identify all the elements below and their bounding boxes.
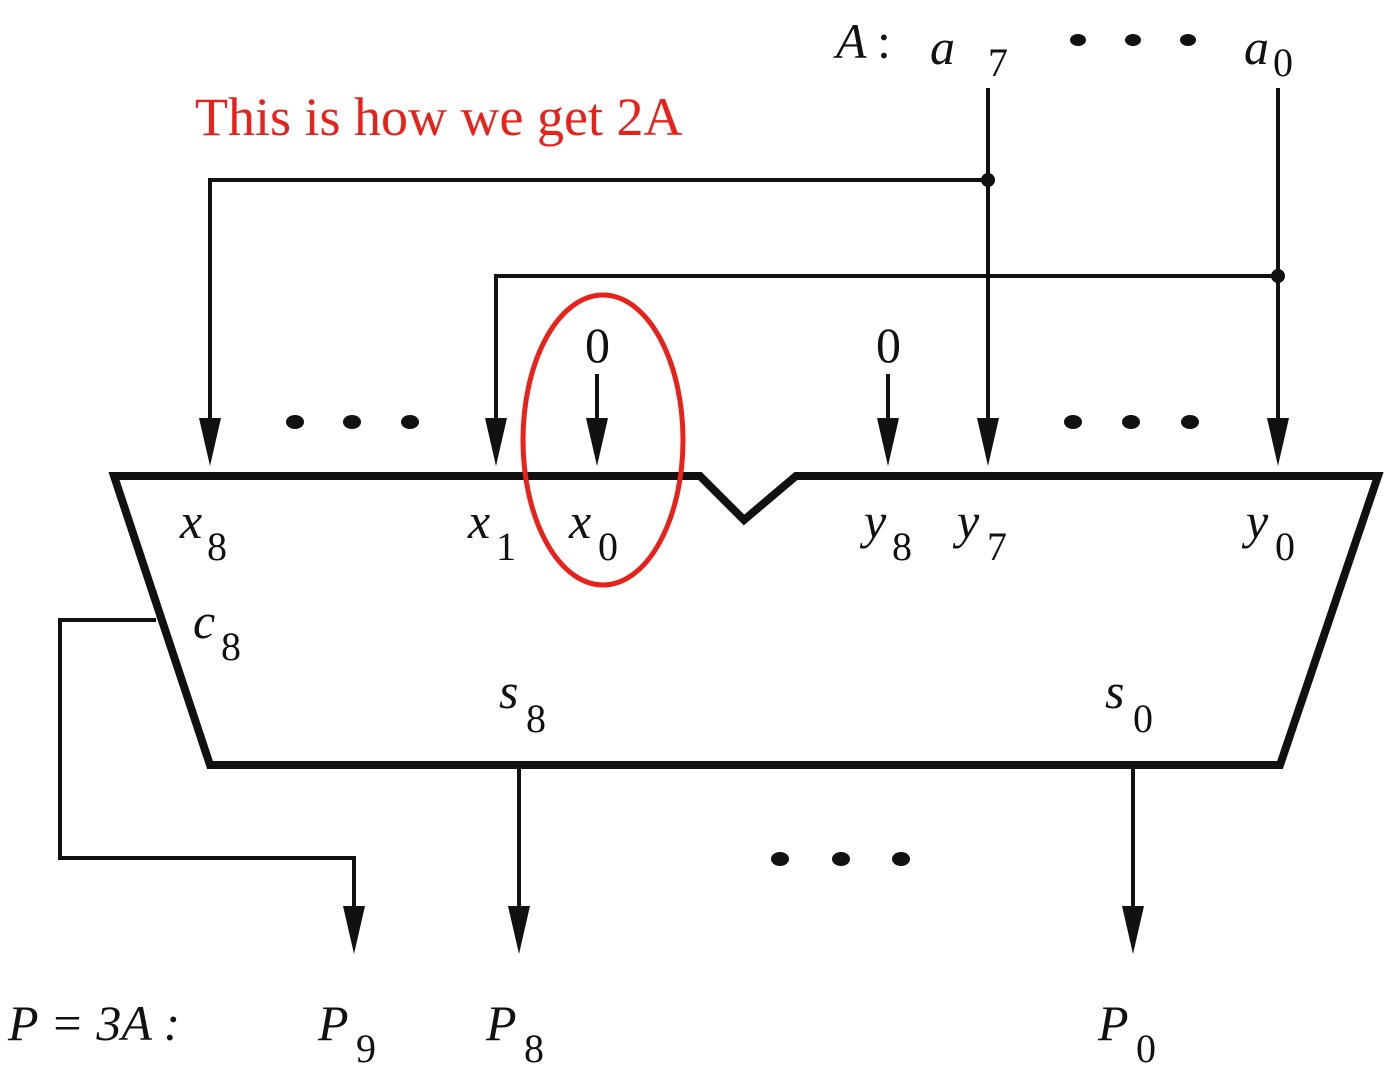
svg-text:1: 1 (496, 524, 516, 569)
junction-dot-a0 (1271, 269, 1285, 283)
arrowhead-x8 (199, 418, 221, 466)
svg-text:c: c (193, 593, 215, 649)
wire-c8-to-p9 (58, 618, 356, 912)
output-labels: P = 3A : P 9 P 8 P 0 (7, 995, 1156, 1071)
svg-text:0: 0 (1273, 40, 1293, 85)
svg-text:0: 0 (1133, 696, 1153, 741)
arrowhead-p0 (1122, 906, 1144, 954)
svg-text:y: y (952, 493, 980, 549)
wire-a7-to-x8 (208, 178, 988, 448)
svg-text:P = 3A :: P = 3A : (7, 995, 180, 1051)
svg-text:A: A (833, 13, 867, 69)
svg-text:s: s (499, 663, 518, 719)
arrowhead-y8 (877, 418, 899, 466)
arrowhead-p8 (508, 906, 530, 954)
svg-text:P: P (1097, 995, 1129, 1051)
svg-text:x: x (179, 493, 202, 549)
adder-body (108, 472, 1384, 769)
svg-text:s: s (1105, 663, 1124, 719)
const-zero-y8: 0 (876, 317, 901, 373)
svg-text:8: 8 (221, 624, 241, 669)
svg-text:P: P (485, 995, 517, 1051)
arrowhead-x1 (485, 418, 507, 466)
wires (58, 88, 1280, 912)
arrowhead-x0 (586, 418, 608, 466)
const-zero-x0: 0 (585, 317, 610, 373)
svg-text:8: 8 (524, 1026, 544, 1071)
svg-text:8: 8 (207, 524, 227, 569)
svg-text:8: 8 (526, 696, 546, 741)
svg-text:7: 7 (988, 40, 1008, 85)
annotation-text: This is how we get 2A (195, 87, 682, 147)
input-label: A : a 7 a 0 (833, 13, 1293, 85)
input-ellipsis-left (286, 415, 419, 429)
adder-port-labels: x 8 x 1 x 0 y 8 y 7 y 0 c 8 s 8 s 0 (179, 493, 1295, 741)
input-ellipsis (1070, 34, 1196, 46)
svg-text:P: P (317, 995, 349, 1051)
svg-text:y: y (1241, 493, 1269, 549)
arrowhead-y0 (1267, 418, 1289, 466)
output-ellipsis (771, 852, 910, 866)
svg-text:y: y (859, 493, 887, 549)
junction-dot-a7 (981, 173, 995, 187)
svg-text:0: 0 (598, 524, 618, 569)
svg-text::: : (877, 13, 891, 69)
svg-text:0: 0 (1136, 1026, 1156, 1071)
svg-text:x: x (568, 493, 591, 549)
svg-text:9: 9 (356, 1026, 376, 1071)
svg-text:x: x (467, 493, 490, 549)
svg-text:8: 8 (892, 524, 912, 569)
highlight-ellipse (520, 292, 686, 588)
arrowhead-p9 (343, 906, 365, 954)
svg-text:a: a (1244, 19, 1269, 75)
input-ellipsis-right (1064, 415, 1199, 429)
arrowheads (199, 418, 1289, 954)
svg-text:0: 0 (1275, 524, 1295, 569)
svg-text:7: 7 (987, 524, 1007, 569)
wire-a0-to-x1 (494, 274, 1278, 448)
svg-text:a: a (930, 19, 955, 75)
arrowhead-y7 (977, 418, 999, 466)
